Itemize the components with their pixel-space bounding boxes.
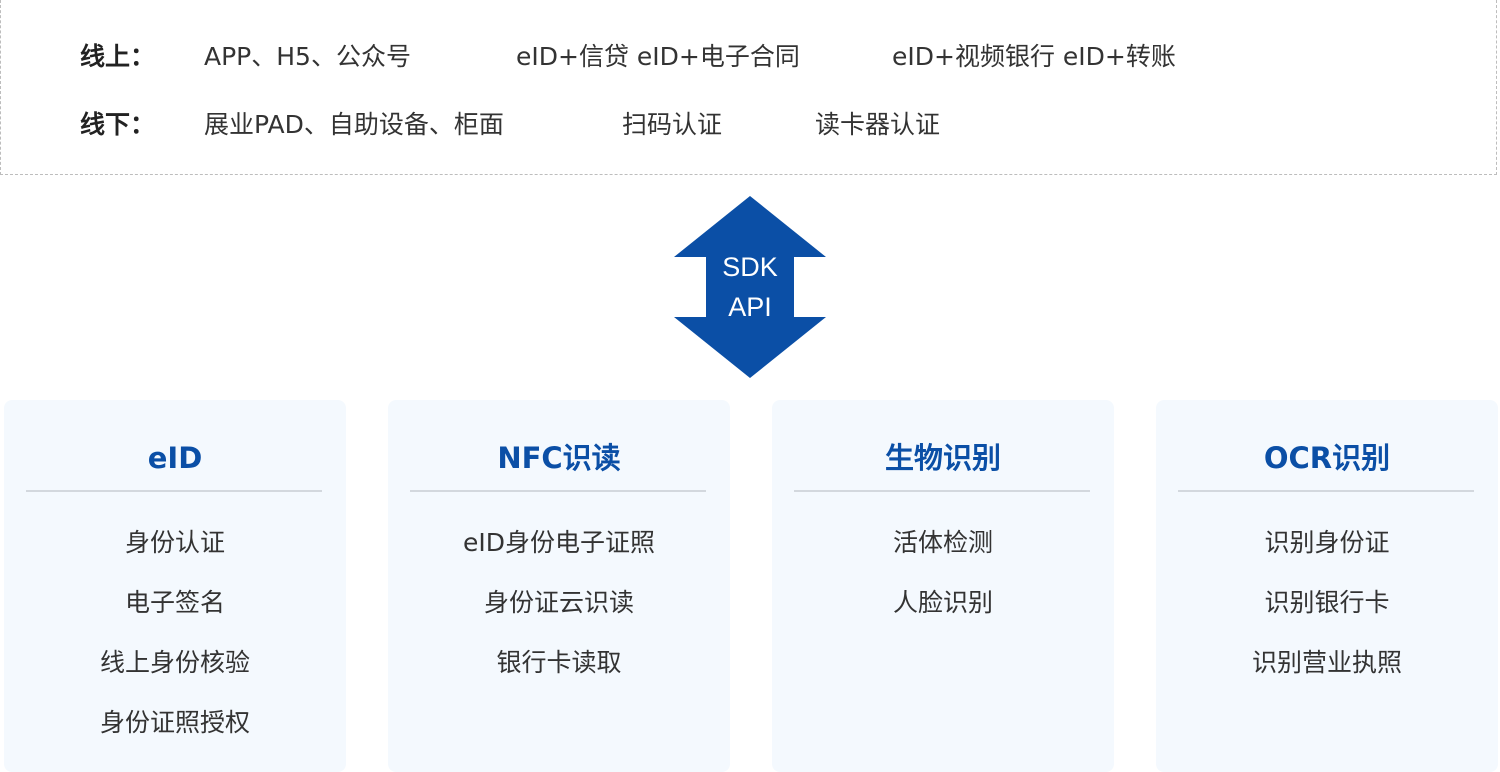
online-label: 线上： [80,42,156,71]
card-item: 身份证云识读 [483,588,634,617]
channels-panel [0,0,1497,175]
offline-channel-item: 展业PAD、自助设备、柜面 [204,110,504,139]
card-title: 生物识别 [884,441,1001,475]
card-item: 身份认证 [124,528,225,557]
capability-card-ocr: OCR识别 识别身份证 识别银行卡 识别营业执照 [1156,400,1498,772]
card-title: OCR识别 [1263,441,1391,475]
double-arrow-icon [674,196,826,378]
card-divider [794,490,1090,492]
card-item: 线上身份核验 [99,648,250,677]
arrow-label-api: API [728,292,772,322]
capability-card-biometrics: 生物识别 活体检测 人脸识别 [772,400,1114,772]
online-channel-item: APP、H5、公众号 [204,42,411,71]
card-divider [410,490,706,492]
offline-label: 线下： [80,110,156,139]
arrow-label-sdk: SDK [722,252,778,282]
online-channel-item: eID+信贷 eID+电子合同 [516,42,800,71]
card-title: eID [147,441,203,475]
capability-card-nfc: NFC识读 eID身份电子证照 身份证云识读 银行卡读取 [388,400,730,772]
card-title: NFC识读 [497,441,621,475]
card-divider [1178,490,1474,492]
card-item: 电子签名 [124,588,225,617]
offline-channel-item: 读卡器认证 [815,110,941,139]
card-item: 银行卡读取 [496,648,622,677]
card-item: eID身份电子证照 [462,528,655,557]
online-channel-item: eID+视频银行 eID+转账 [892,42,1176,71]
offline-channel-item: 扫码认证 [622,110,723,139]
card-item: 人脸识别 [892,588,993,617]
card-item: 识别营业执照 [1251,648,1402,677]
capability-card-eid: eID 身份认证 电子签名 线上身份核验 身份证照授权 [4,400,346,772]
card-item: 识别身份证 [1264,528,1390,557]
card-divider [26,490,322,492]
card-item: 识别银行卡 [1264,588,1390,617]
card-item: 活体检测 [892,528,993,557]
card-item: 身份证照授权 [99,708,250,737]
